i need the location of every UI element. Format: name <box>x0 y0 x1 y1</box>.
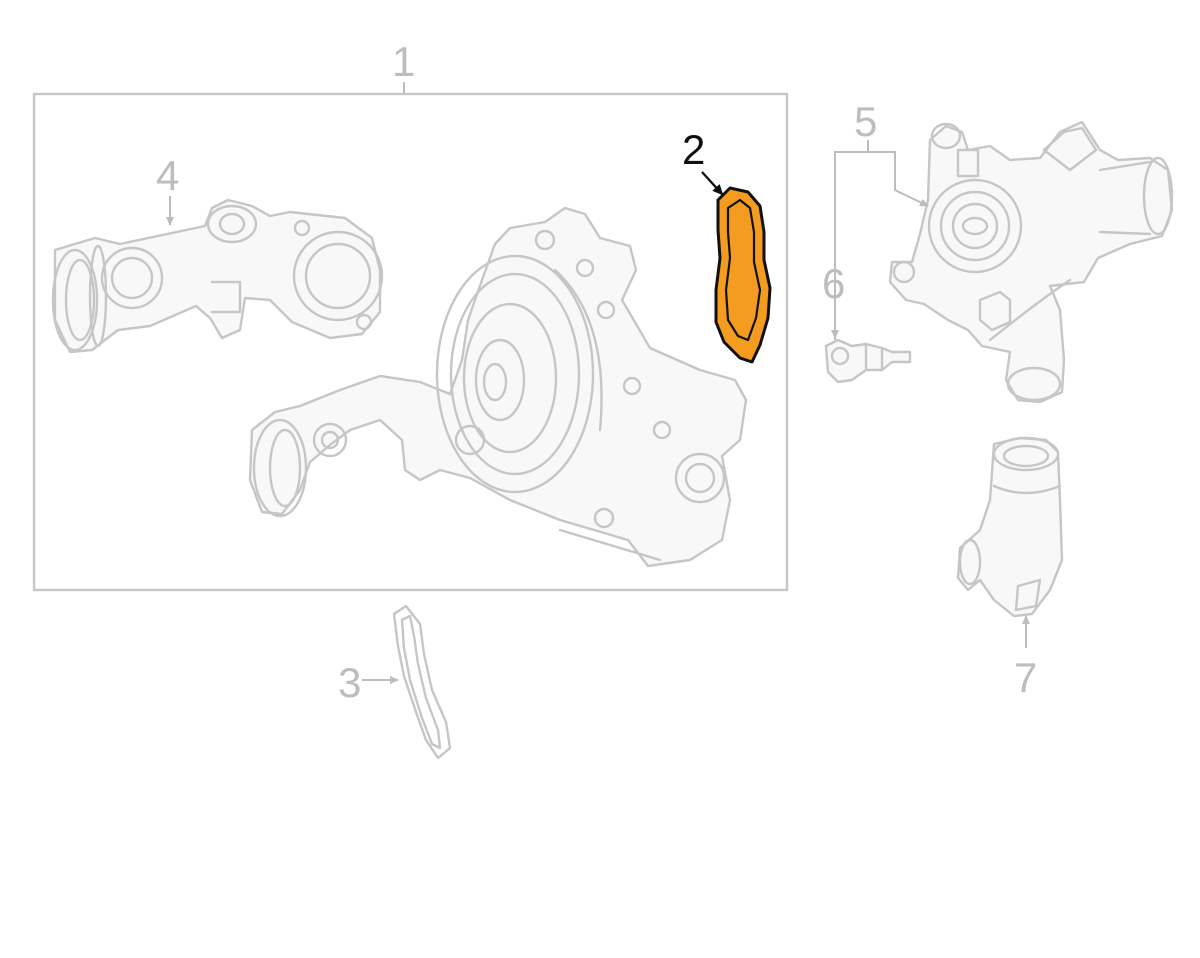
callout-5[interactable]: 5 <box>854 98 877 145</box>
part-1-water-pump[interactable] <box>248 206 748 568</box>
part-6-temperature-sensor[interactable] <box>824 338 912 384</box>
callout-5-leader <box>834 151 929 340</box>
callout-2-leader <box>701 171 724 196</box>
callout-1[interactable]: 1 <box>392 38 415 85</box>
callout-4[interactable]: 4 <box>156 152 179 199</box>
part-2-gasket[interactable] <box>714 186 772 364</box>
part-7-coolant-pipe[interactable] <box>956 436 1064 618</box>
part-4-coolant-flange[interactable] <box>51 198 384 354</box>
callout-2[interactable]: 2 <box>682 126 705 173</box>
callout-7[interactable]: 7 <box>1014 654 1037 701</box>
callout-3[interactable]: 3 <box>338 659 361 706</box>
assembly-box-1 <box>32 92 789 592</box>
callout-6[interactable]: 6 <box>822 260 845 307</box>
part-5-thermostat-housing[interactable] <box>888 120 1174 404</box>
part-3-gasket[interactable] <box>392 604 452 760</box>
